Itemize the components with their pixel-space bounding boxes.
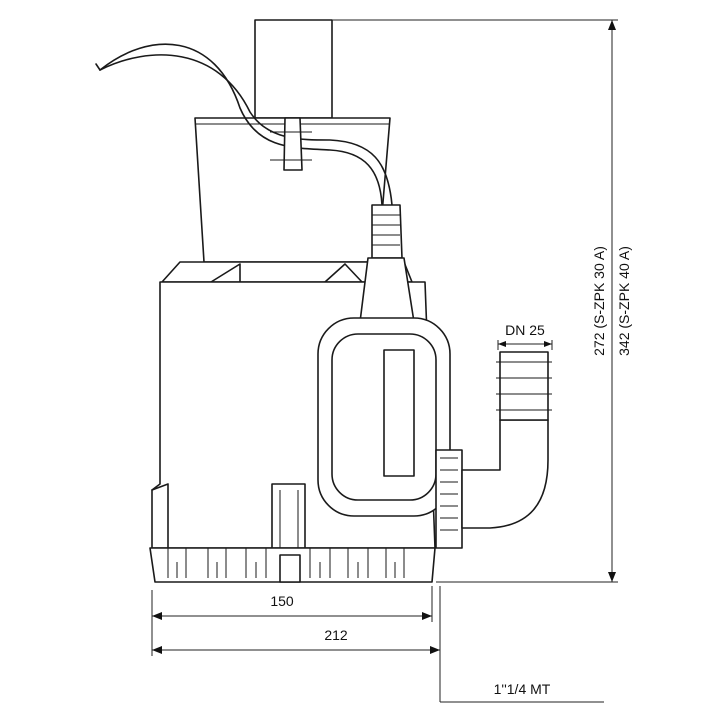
elbow <box>461 419 549 529</box>
top-column <box>254 19 333 119</box>
cable-clamp <box>283 117 303 171</box>
body-foot <box>271 483 306 549</box>
power-cable <box>95 43 393 206</box>
thread-coupling <box>435 449 463 549</box>
height-40a-label: 342 (S-ZPK 40 A) <box>616 246 632 356</box>
dn25-label: DN 25 <box>505 322 545 338</box>
thread-label: 1''1/4 MT <box>494 681 551 697</box>
dimension-lines <box>151 19 618 703</box>
width-212-label: 212 <box>324 627 348 643</box>
strain-relief <box>371 204 403 259</box>
float-switch <box>317 204 451 517</box>
discharge-outlet <box>435 351 552 549</box>
height-30a-label: 272 (S-ZPK 30 A) <box>591 246 607 356</box>
hose-tail <box>499 351 549 421</box>
width-150-label: 150 <box>270 593 294 609</box>
